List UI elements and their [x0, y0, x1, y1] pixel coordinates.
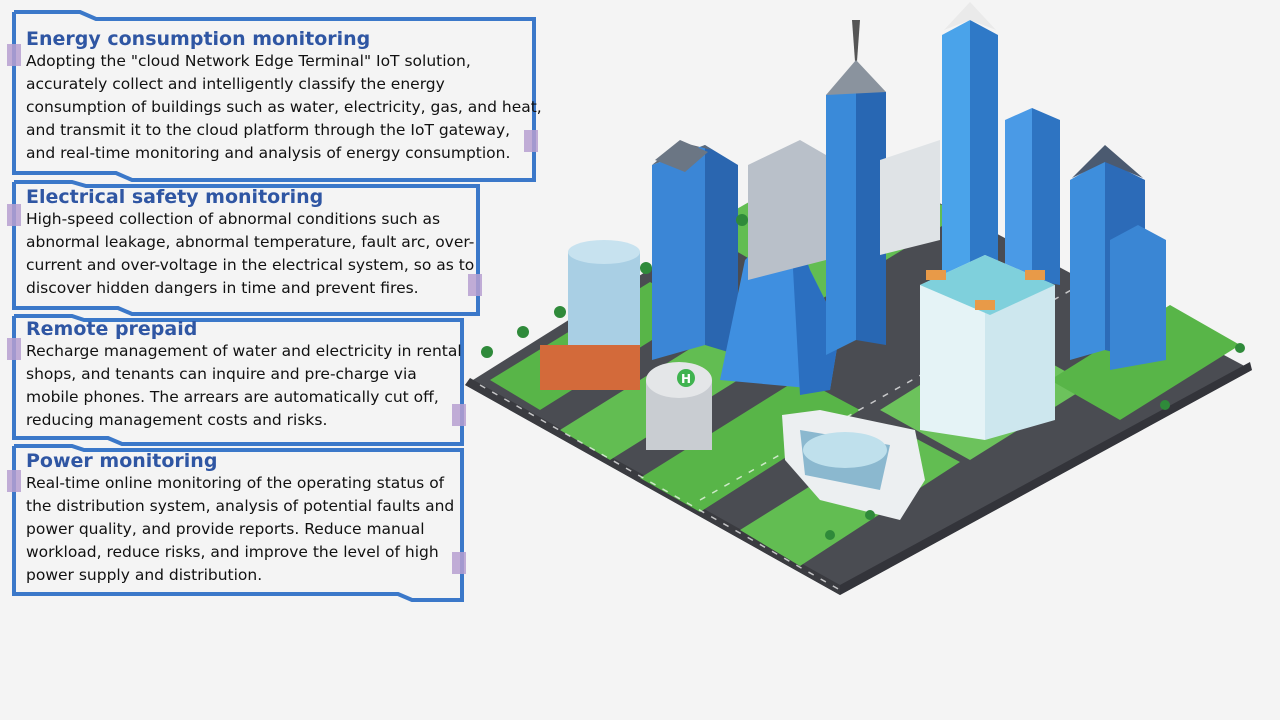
- panel-text-line: Real-time online monitoring of the opera…: [26, 474, 445, 492]
- panel-electrical-safety: Electrical safety monitoring High-speed …: [7, 180, 482, 316]
- tab-marker-right: [452, 552, 466, 574]
- panel-title: Power monitoring: [26, 450, 218, 472]
- panel-text-line: and real-time monitoring and analysis of…: [26, 144, 511, 162]
- panel-text-line: Recharge management of water and electri…: [26, 342, 462, 360]
- panel-text-line: and transmit it to the cloud platform th…: [26, 121, 511, 139]
- tab-marker-left: [7, 470, 21, 492]
- panel-text-line: current and over-voltage in the electric…: [26, 256, 475, 274]
- panel-text-line: the distribution system, analysis of pot…: [26, 497, 455, 515]
- panel-frame: [12, 314, 464, 446]
- tab-marker-right: [452, 404, 466, 426]
- panel-power-monitoring: Power monitoring Real-time online monito…: [7, 444, 466, 604]
- panel-title: Remote prepaid: [26, 318, 198, 340]
- panel-text-line: abnormal leakage, abnormal temperature, …: [26, 233, 475, 251]
- panel-text-line: power quality, and provide reports. Redu…: [26, 520, 425, 538]
- panel-title: Electrical safety monitoring: [26, 186, 324, 208]
- panel-frame: [12, 180, 480, 316]
- panel-text-line: Adopting the "cloud Network Edge Termina…: [26, 52, 471, 70]
- panel-frame: [12, 444, 464, 602]
- tab-marker-right: [468, 274, 482, 296]
- panel-text-line: workload, reduce risks, and improve the …: [26, 543, 439, 561]
- panel-text-line: consumption of buildings such as water, …: [26, 98, 542, 116]
- panel-frame: [12, 10, 536, 182]
- tab-marker-left: [7, 338, 21, 360]
- panel-text-line: High-speed collection of abnormal condit…: [26, 210, 441, 228]
- panel-text-line: reducing management costs and risks.: [26, 411, 328, 429]
- panel-text-line: accurately collect and intelligently cla…: [26, 75, 445, 93]
- smart-city-illustration: H: [465, 2, 1252, 595]
- tab-marker-left: [7, 44, 21, 66]
- panel-remote-prepaid: Remote prepaid Recharge management of wa…: [7, 314, 466, 446]
- tab-marker-left: [7, 204, 21, 226]
- panel-text-line: shops, and tenants can inquire and pre-c…: [26, 365, 417, 383]
- panel-text-line: discover hidden dangers in time and prev…: [26, 279, 419, 297]
- panel-text-line: power supply and distribution.: [26, 566, 263, 584]
- panel-title: Energy consumption monitoring: [26, 28, 371, 50]
- panel-energy-consumption: Energy consumption monitoring Adopting t…: [7, 10, 542, 182]
- panel-text-line: mobile phones. The arrears are automatic…: [26, 388, 439, 406]
- helipad-label: H: [681, 372, 691, 386]
- tab-marker-right: [524, 130, 538, 152]
